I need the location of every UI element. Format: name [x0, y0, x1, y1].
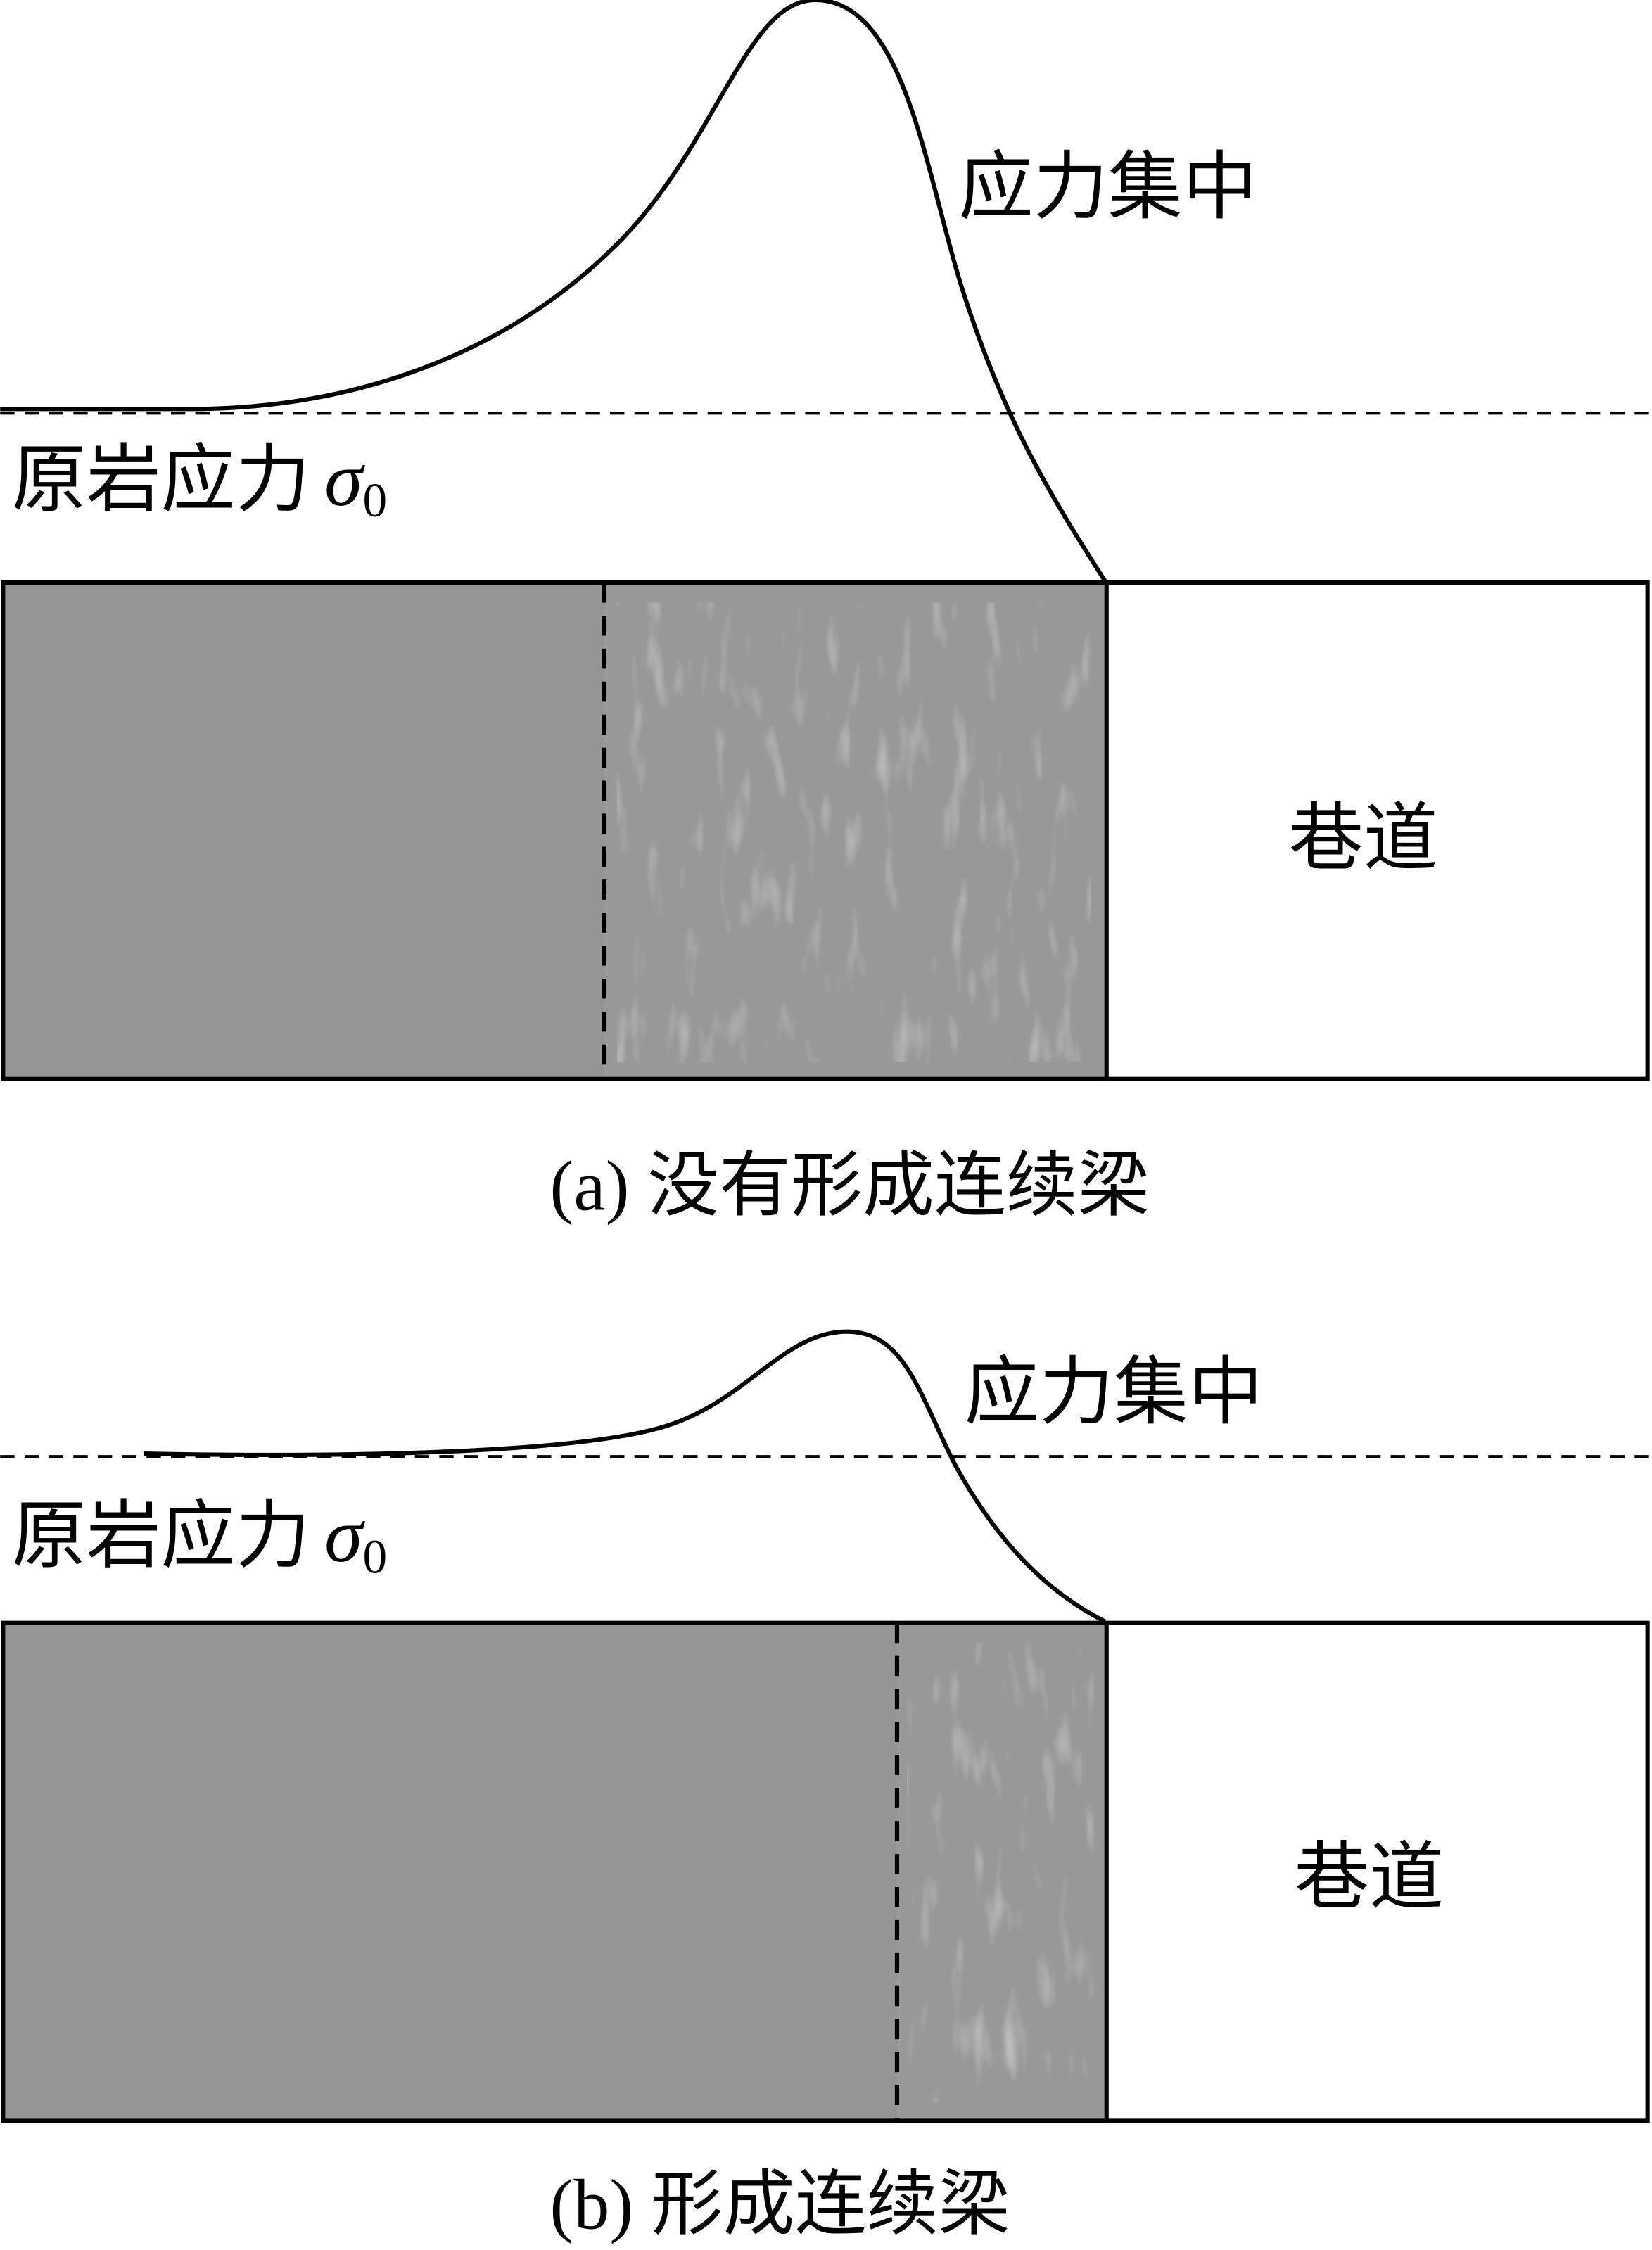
- caption-a: (a) 没有形成连续梁: [549, 1146, 1149, 1226]
- rock-outline: [1, 1620, 1650, 2123]
- fracture-texture: [907, 1643, 1094, 2102]
- caption-b: (b) 形成连续梁: [549, 2165, 1010, 2244]
- roadway-label: 巷道: [1295, 1834, 1444, 1921]
- stress-concentration-label: 应力集中: [959, 144, 1257, 231]
- stress-curve: [0, 0, 1107, 583]
- stress-concentration-label: 应力集中: [965, 1349, 1263, 1436]
- stress-curve: [144, 1329, 1107, 1624]
- roadway-label: 巷道: [1289, 796, 1438, 882]
- rock-outline: [1, 580, 1650, 1081]
- fracture-texture: [617, 602, 1091, 1062]
